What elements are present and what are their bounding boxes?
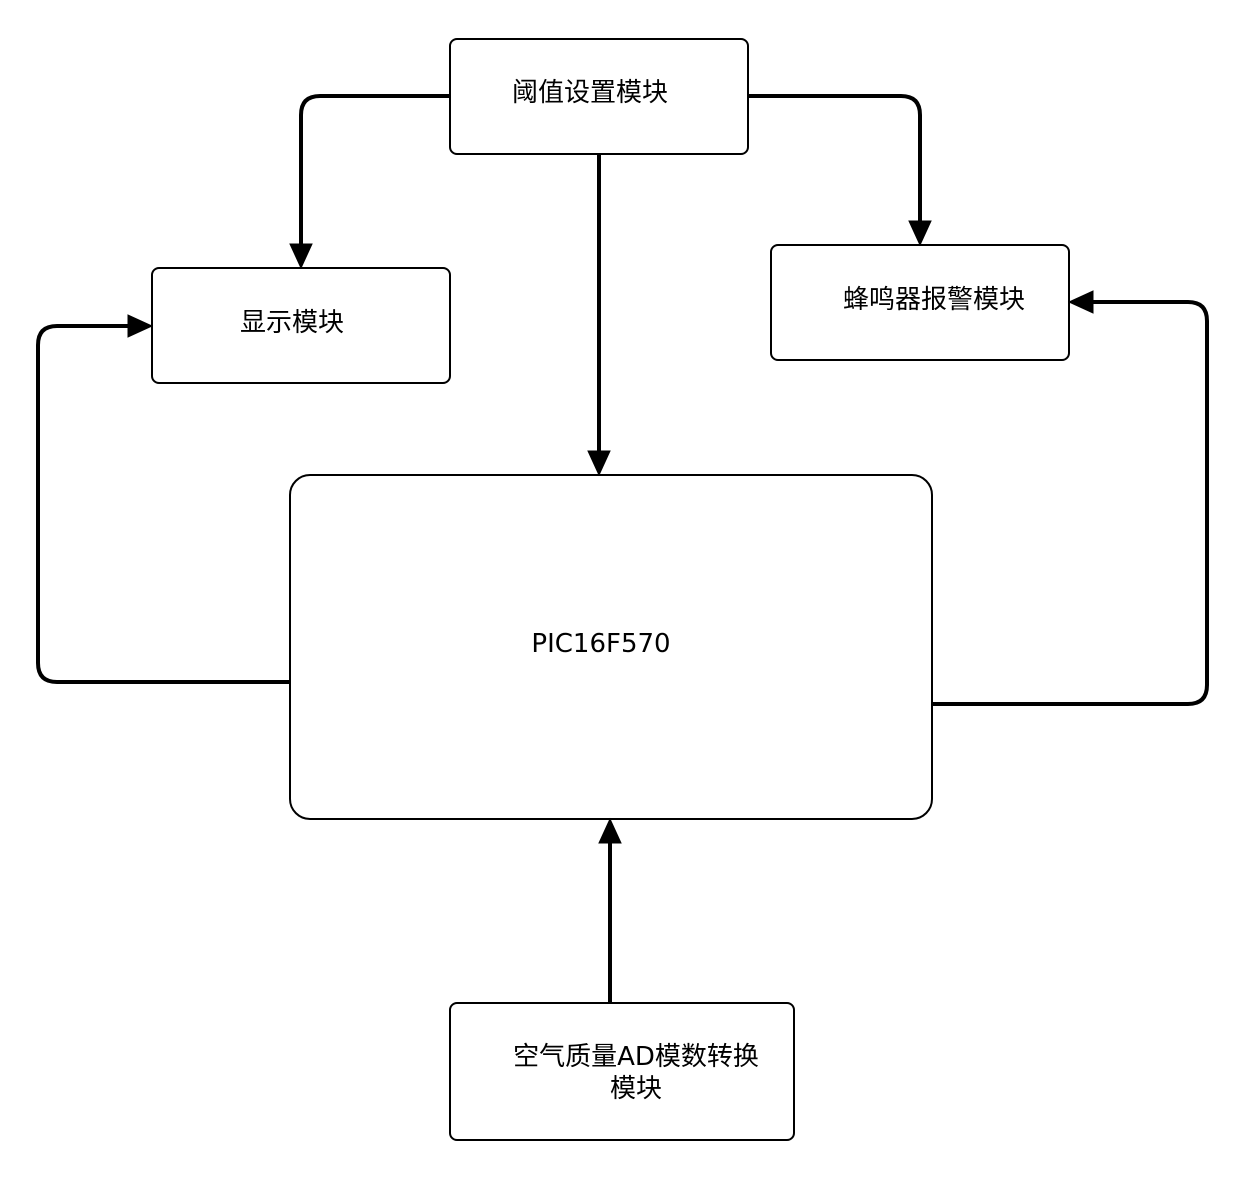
arrowhead-display-top xyxy=(289,243,313,270)
edge-mcu-to-buzzer xyxy=(932,300,1209,706)
arrowhead-buzzer-top xyxy=(908,220,932,247)
arrowhead-mcu-bottom xyxy=(598,817,622,844)
node-adc-label: 空气质量AD模数转换 模块 xyxy=(462,1041,810,1105)
node-adc-text-line1: 空气质量AD模数转换 xyxy=(513,1042,759,1072)
edge-mcu-to-display xyxy=(36,324,290,684)
node-buzzer-label: 蜂鸣器报警模块 xyxy=(790,284,1078,316)
arrowhead-mcu-top xyxy=(587,450,611,477)
node-threshold-text: 阈值设置模块 xyxy=(511,78,668,108)
node-adc-text-line2: 模块 xyxy=(609,1074,662,1104)
node-adc-box xyxy=(449,1002,795,1141)
node-mcu-text: PIC16F570 xyxy=(531,629,671,659)
arrowhead-buzzer-right xyxy=(1067,290,1094,314)
node-mcu-label: PIC16F570 xyxy=(290,628,912,660)
edge-threshold-to-buzzer xyxy=(748,94,922,223)
node-display-text: 显示模块 xyxy=(239,308,344,338)
arrowhead-display-left xyxy=(127,314,154,338)
edge-threshold-to-display xyxy=(299,94,450,246)
node-mcu-box xyxy=(289,474,933,820)
node-buzzer-text: 蜂鸣器报警模块 xyxy=(842,285,1025,315)
node-threshold-label: 阈值设置模块 xyxy=(450,77,730,109)
node-display-label: 显示模块 xyxy=(152,307,432,339)
